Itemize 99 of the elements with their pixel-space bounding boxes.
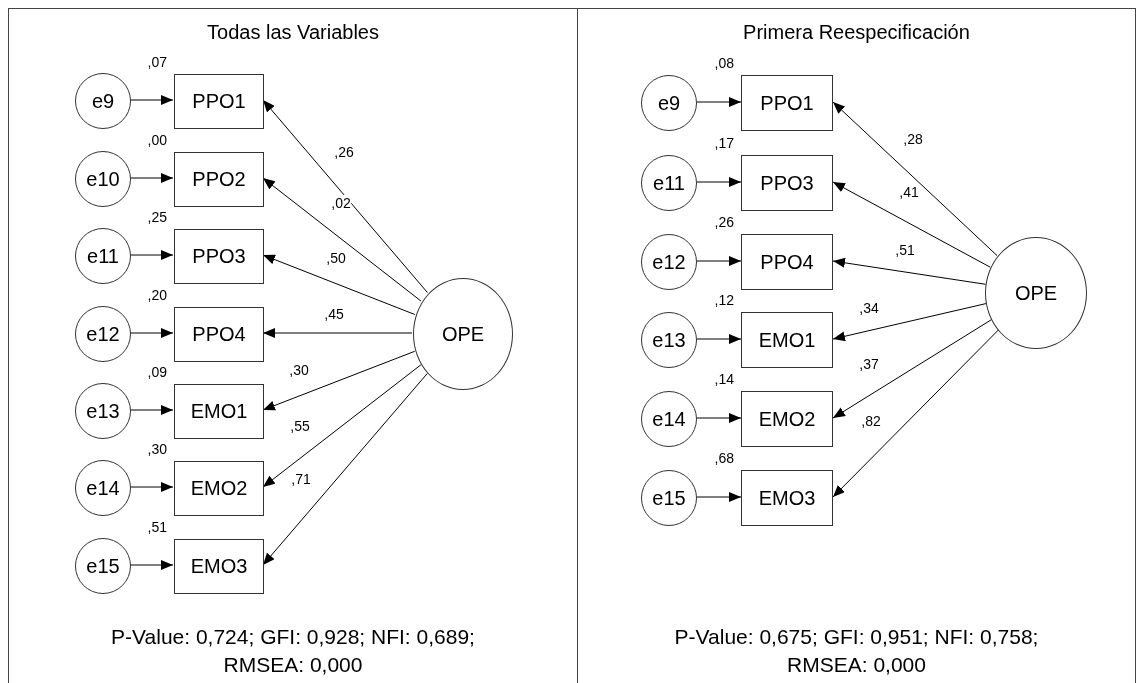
path-arrow: [832, 101, 998, 257]
r-squared-value: ,00: [147, 131, 167, 148]
error-term-circle: [75, 460, 131, 516]
variable-name: e11: [87, 244, 119, 269]
error-term-circle: [75, 228, 131, 284]
error-term-circle: [641, 75, 697, 131]
path-arrow: [262, 372, 428, 566]
edge-label: ,50: [325, 250, 347, 266]
variable-name: EMO1: [758, 328, 816, 353]
r-squared-value: ,30: [147, 440, 167, 457]
diagram-panel: [578, 8, 1136, 683]
variable-name: e14: [652, 407, 686, 432]
path-arrow: [832, 181, 991, 268]
edge-label: ,41: [898, 184, 920, 200]
variable-name: e13: [86, 399, 120, 424]
variable-name: PPO2: [192, 167, 246, 192]
path-arrow: [129, 328, 174, 338]
panel-title: Primera Reespecificación: [742, 20, 971, 45]
panel-title: Todas las Variables: [206, 20, 380, 45]
error-term-circle: [75, 73, 131, 129]
variable-name: e12: [86, 322, 120, 347]
variable-name: PPO3: [192, 244, 246, 269]
path-arrow: [262, 364, 422, 488]
r-squared-value: ,08: [714, 55, 734, 71]
path-arrow: [129, 173, 174, 183]
path-arrow: [129, 250, 174, 260]
diagram-panel: [8, 8, 578, 683]
r-squared-value: ,14: [714, 371, 734, 387]
r-squared-value: ,68: [714, 450, 734, 466]
fit-statistics: P-Value: 0,724; GFI: 0,928; NFI: 0,689; RMSEA: 0,000: [110, 624, 476, 678]
error-term-circle: [641, 312, 697, 368]
r-squared-value: ,17: [714, 135, 734, 151]
r-squared-value: ,25: [147, 208, 167, 225]
variable-name: EMO3: [758, 486, 816, 511]
variable-name: e15: [652, 486, 686, 511]
path-arrow: [696, 492, 742, 502]
edge-label: ,30: [288, 362, 310, 378]
path-arrow: [696, 413, 742, 423]
variable-name: EMO1: [190, 399, 248, 424]
error-term-circle: [75, 538, 131, 594]
r-squared-value: ,12: [714, 292, 734, 308]
path-arrow: [832, 303, 987, 342]
path-arrow: [696, 97, 742, 107]
path-arrow: [262, 99, 428, 294]
path-arrow: [262, 350, 416, 411]
edge-label: ,82: [860, 413, 882, 429]
path-arrow: [696, 177, 742, 187]
path-arrow: [129, 405, 174, 415]
path-arrow: [262, 328, 413, 338]
variable-name: PPO4: [760, 250, 814, 275]
r-squared-value: ,09: [147, 363, 167, 380]
edge-label: ,71: [290, 471, 312, 487]
error-term-circle: [641, 155, 697, 211]
r-squared-value: ,51: [147, 518, 167, 535]
path-arrow: [696, 256, 742, 266]
variable-name: e12: [652, 250, 686, 275]
error-term-circle: [641, 470, 697, 526]
path-arrow: [129, 95, 174, 105]
edge-label: ,51: [894, 242, 916, 258]
path-arrow: [696, 334, 742, 344]
edge-label: ,28: [902, 131, 924, 147]
edge-label: ,26: [333, 144, 355, 160]
path-arrow: [832, 257, 986, 285]
variable-name: e9: [91, 89, 115, 114]
variable-name: EMO2: [758, 407, 816, 432]
path-arrow: [129, 560, 174, 570]
r-squared-value: ,07: [147, 53, 167, 70]
path-arrow: [262, 177, 422, 302]
path-arrow: [129, 482, 174, 492]
edge-label: ,55: [289, 418, 311, 434]
variable-name: OPE: [1014, 281, 1058, 306]
variable-name: e11: [653, 171, 685, 196]
error-term-circle: [75, 306, 131, 362]
variable-name: EMO2: [190, 476, 248, 501]
edge-label: ,45: [323, 306, 345, 322]
variable-name: PPO3: [760, 171, 814, 196]
fit-statistics: P-Value: 0,675; GFI: 0,951; NFI: 0,758; RMSEA: 0,000: [673, 624, 1040, 678]
error-term-circle: [75, 383, 131, 439]
variable-name: PPO4: [192, 322, 246, 347]
variable-name: PPO1: [192, 89, 246, 114]
variable-name: OPE: [441, 322, 485, 347]
variable-name: PPO1: [760, 91, 814, 116]
variable-name: e13: [652, 328, 686, 353]
variable-name: e14: [86, 476, 120, 501]
variable-name: EMO3: [190, 554, 248, 579]
r-squared-value: ,20: [147, 286, 167, 303]
path-arrow: [832, 329, 999, 498]
error-term-circle: [641, 391, 697, 447]
edge-label: ,34: [858, 300, 880, 316]
error-term-circle: [75, 151, 131, 207]
r-squared-value: ,26: [714, 214, 734, 230]
edge-label: ,37: [858, 356, 880, 372]
edge-label: ,02: [330, 195, 352, 211]
path-arrow: [832, 319, 993, 419]
error-term-circle: [641, 234, 697, 290]
path-arrow: [262, 254, 416, 315]
variable-name: e10: [86, 167, 120, 192]
variable-name: e9: [657, 91, 681, 116]
variable-name: e15: [86, 554, 120, 579]
